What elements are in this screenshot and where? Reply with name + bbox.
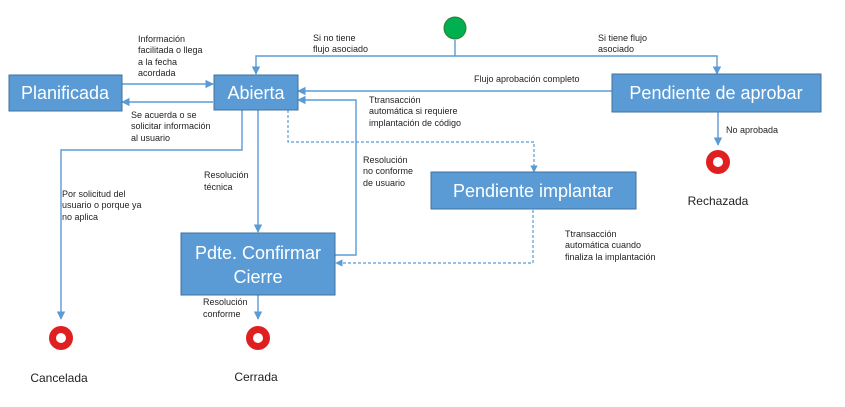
label-info-facilitada: Información facilitada o llega a la fech… [138, 34, 205, 78]
label-transaccion-codigo: Ttransacción automática si requiere impl… [369, 95, 461, 128]
label-sin-flujo: Si no tiene flujo asociado [313, 33, 368, 54]
arrow-to-pendiente-aprobar [455, 55, 722, 75]
end-label-cancelada: Cancelada [30, 371, 88, 385]
state-pdte-confirmar-cierre: Pdte. Confirmar Cierre [180, 232, 336, 296]
end-label-rechazada: Rechazada [688, 194, 749, 208]
label-transaccion-implantacion: Ttransacción automática cuando finaliza … [565, 229, 656, 262]
label-con-flujo: Si tiene flujo asociado [598, 33, 650, 54]
state-planificada-label: Planificada [21, 83, 110, 103]
label-no-aprobada: No aprobada [726, 125, 778, 135]
state-pendiente-implantar-label: Pendiente implantar [453, 181, 613, 201]
end-node-cancelada [49, 326, 73, 350]
state-abierta: Abierta [213, 74, 299, 111]
state-planificada: Planificada [8, 74, 123, 112]
state-pdte-confirmar-label-2: Cierre [233, 267, 282, 287]
end-node-rechazada [706, 150, 730, 174]
label-se-acuerda: Se acuerda o se solicitar información al… [131, 110, 213, 143]
arrow-to-cancelada [56, 110, 243, 320]
state-abierta-label: Abierta [227, 83, 285, 103]
label-resolucion-tecnica: Resolución técnica [204, 170, 251, 192]
arrow-to-abierta-no-flujo [251, 55, 455, 75]
label-por-solicitud: Por solicitud del usuario o porque ya no… [62, 189, 144, 222]
state-pendiente-implantar: Pendiente implantar [430, 171, 637, 210]
label-flujo-aprobacion: Flujo aprobación completo [474, 74, 580, 84]
arrow-abierta-to-implantar [287, 110, 538, 173]
label-resolucion-conforme: Resolución conforme [203, 297, 250, 319]
start-node [443, 16, 467, 40]
end-label-cerrada: Cerrada [234, 370, 278, 384]
label-resolucion-no-conforme: Resolución no conforme de usuario [363, 155, 416, 188]
state-pdte-confirmar-label-1: Pdte. Confirmar [195, 243, 321, 263]
end-node-cerrada [246, 326, 270, 350]
state-pendiente-aprobar-label: Pendiente de aprobar [629, 83, 802, 103]
arrow-implantar-to-confirmar [335, 210, 534, 267]
arrow-confirmar-to-abierta [297, 95, 357, 256]
state-pendiente-aprobar: Pendiente de aprobar [611, 73, 822, 113]
